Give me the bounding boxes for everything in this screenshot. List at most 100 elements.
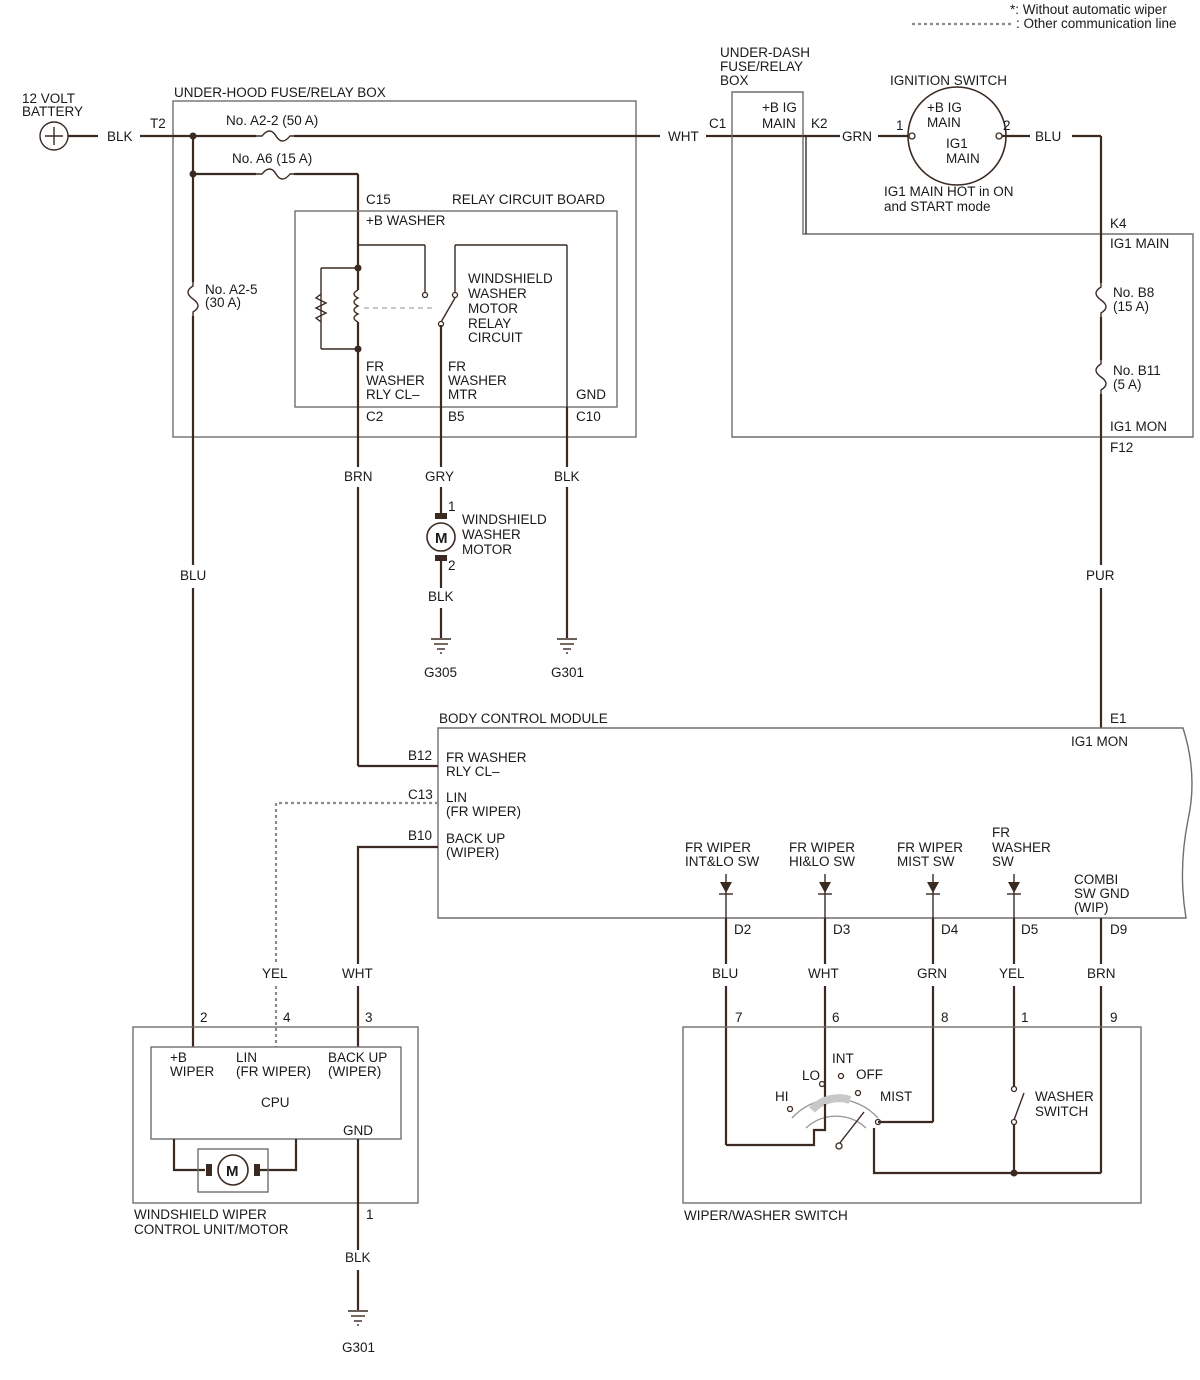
svg-text:RELAY: RELAY — [468, 316, 511, 331]
washer-motor-m: M — [435, 530, 448, 547]
ground-g305-label: G305 — [424, 665, 457, 680]
underdash-fuse-relay-box: UNDER-DASH FUSE/RELAY BOX WHT C1 +B IG M… — [668, 45, 1194, 728]
bcm-backup-2: (WIPER) — [446, 845, 499, 860]
bcm-terminal-d9: D9 — [1110, 922, 1127, 937]
bcm-fr-washer-rly-2: RLY CL– — [446, 764, 500, 779]
wiper-motor-m: M — [226, 1163, 239, 1180]
wiper-cpu-label: CPU — [261, 1095, 290, 1110]
ignition-contact-1 — [908, 132, 916, 140]
pur-wire-label: PUR — [1086, 568, 1115, 583]
relay-gnd-wire-label: BLK — [554, 469, 580, 484]
svg-text:WASHER: WASHER — [366, 373, 425, 388]
backup-wire — [356, 845, 438, 964]
relay-name: WINDSHIELD WASHER MOTOR RELAY CIRCUIT — [468, 271, 553, 345]
wiper-backup-2: (WIPER) — [328, 1064, 381, 1079]
wiper-motor-wires — [172, 1139, 298, 1172]
terminal-b5: B5 — [448, 409, 465, 424]
grn-wire-label: GRN — [842, 129, 872, 144]
wiper-motor-box — [197, 1148, 269, 1193]
switch-label-mist: MIST — [880, 1089, 912, 1104]
wiper-pin4: 4 — [283, 1010, 291, 1025]
ignition-b-ig-main-2: MAIN — [927, 115, 961, 130]
washer-motor-pin2: 2 — [448, 558, 456, 573]
fuse-a22-symbol — [256, 130, 294, 142]
ig1-mon-label: IG1 MON — [1110, 419, 1167, 434]
underhood-title: UNDER-HOOD FUSE/RELAY BOX — [174, 85, 386, 100]
bcm-sw-mist-2: MIST SW — [897, 854, 955, 869]
battery-label-1: 12 VOLT — [22, 91, 75, 106]
terminal-k4: K4 — [1110, 216, 1127, 231]
body-control-module: BODY CONTROL MODULE E1 IG1 MON B12 FR WA… — [274, 711, 1193, 964]
bcm-outline — [437, 727, 1193, 919]
switch-arc-band — [809, 1094, 852, 1113]
ignition-pin1: 1 — [896, 118, 904, 133]
switch-wire-wht: WHT — [808, 966, 839, 981]
wiper-unit-name-1: WINDSHIELD WIPER — [134, 1207, 267, 1222]
bcm-title: BODY CONTROL MODULE — [439, 711, 608, 726]
bcm-sw-int-lo-2: INT&LO SW — [685, 854, 760, 869]
washer-motor-symbol — [426, 522, 456, 552]
switch-wire-blu: BLU — [712, 966, 738, 981]
b-washer-label: +B WASHER — [366, 213, 446, 228]
washer-motor-brush-top — [435, 513, 447, 519]
ground-symbol-g305 — [431, 638, 451, 654]
underhood-box-outline — [172, 100, 637, 438]
relay-arm — [440, 297, 456, 323]
input-arrow-d2 — [719, 874, 733, 918]
wiper-lin-2: (FR WIPER) — [236, 1064, 311, 1079]
switch-pin8: 8 — [941, 1010, 949, 1025]
fuse-b11-symbol — [1095, 360, 1107, 394]
svg-text:FR: FR — [448, 359, 466, 374]
fuse-b11-label-2: (5 A) — [1113, 377, 1142, 392]
bcm-sw-washer-1: FR — [992, 825, 1010, 840]
wiper-control-unit-motor: 2 4 3 +B WIPER LIN (FR WIPER) BACK UP (W… — [132, 1010, 419, 1355]
washer-motor-ground-wire-label: BLK — [428, 589, 454, 604]
ignition-ig1-main-2: MAIN — [946, 151, 980, 166]
legend-star-note: *: Without automatic wiper — [1010, 2, 1167, 17]
ground-g301-relay-label: G301 — [551, 665, 584, 680]
fr-washer-rly-label: FR WASHER RLY CL– — [366, 359, 425, 402]
bcm-combi-gnd-1: COMBI — [1074, 872, 1118, 887]
underdash-title-3: BOX — [720, 73, 749, 88]
wiper-b-wiper-2: WIPER — [170, 1064, 215, 1079]
legend: *: Without automatic wiper : Other commu… — [912, 2, 1177, 31]
switch-pin1: 1 — [1021, 1010, 1029, 1025]
b-ig-main-label-1: +B IG — [762, 100, 797, 115]
bcm-terminal-e1: E1 — [1110, 711, 1127, 726]
terminal-c10: C10 — [576, 409, 601, 424]
bcm-terminal-c13: C13 — [408, 787, 433, 802]
bcm-terminal-b10: B10 — [408, 828, 432, 843]
fuse-b8-label-1: No. B8 — [1113, 285, 1154, 300]
wiper-motor-brush-left — [206, 1164, 212, 1176]
underdash-title-2: FUSE/RELAY — [720, 59, 803, 74]
switch-contact-int — [837, 1072, 845, 1080]
wiper-unit-name-2: CONTROL UNIT/MOTOR — [134, 1222, 289, 1237]
underhood-fuse-relay-box: UNDER-HOOD FUSE/RELAY BOX No. A2-2 (50 A… — [140, 85, 803, 438]
battery: 12 VOLT BATTERY BLK T2 — [22, 91, 166, 151]
lin-dotted-wire — [274, 801, 438, 964]
bcm-sw-washer-3: SW — [992, 854, 1014, 869]
switch-common-wire — [872, 1128, 1101, 1175]
fuse-a6-symbol — [256, 168, 294, 180]
blu-wire-label: BLU — [180, 568, 206, 583]
washer-switch-label-2: SWITCH — [1035, 1104, 1088, 1119]
switch-lever — [838, 1111, 865, 1145]
relay-circuit-board-outline — [294, 210, 618, 408]
svg-text:WINDSHIELD: WINDSHIELD — [468, 271, 553, 286]
washer-motor-pin1: 1 — [448, 499, 456, 514]
wiper-b-wiper-1: +B — [170, 1050, 187, 1065]
switch-label-hi: HI — [775, 1089, 789, 1104]
wiper-motor-symbol — [217, 1154, 249, 1186]
wiper-cpu-outline — [150, 1046, 402, 1140]
relay-resistor-symbol — [314, 293, 328, 323]
switch-title: WIPER/WASHER SWITCH — [684, 1208, 848, 1223]
bcm-terminal-d5: D5 — [1021, 922, 1038, 937]
battery-wire-color: BLK — [107, 129, 133, 144]
terminal-k2: K2 — [811, 116, 828, 131]
terminal-f12: F12 — [1110, 440, 1133, 455]
wiper-pin1: 1 — [366, 1207, 374, 1222]
svg-text:RLY CL–: RLY CL– — [366, 387, 420, 402]
wiper-lin-1: LIN — [236, 1050, 257, 1065]
switch-pin7: 7 — [735, 1010, 743, 1025]
